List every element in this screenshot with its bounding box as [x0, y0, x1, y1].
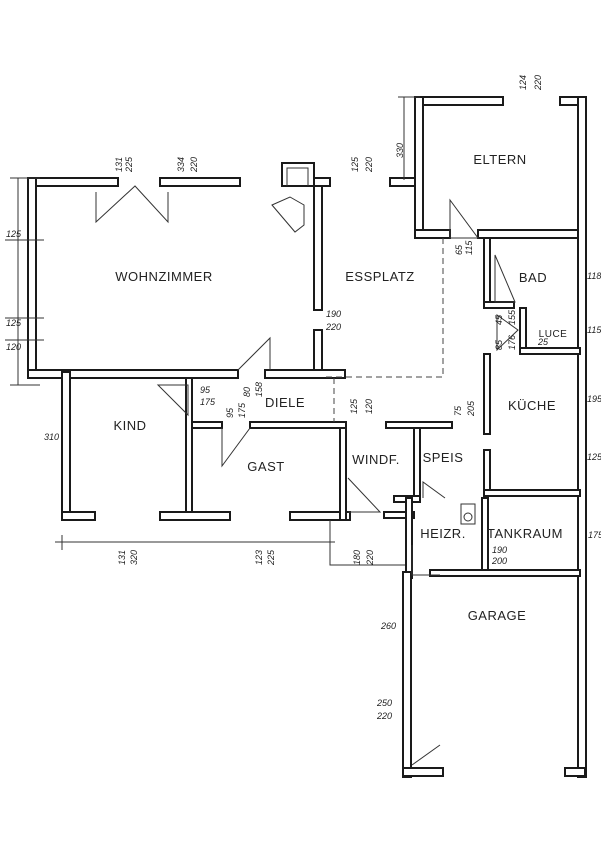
- eltern-dimension-line: [398, 96, 420, 180]
- dim-label: 131: [117, 550, 127, 565]
- chimney: [286, 167, 309, 186]
- garage-gate-swing: [411, 744, 441, 766]
- label-bad: BAD: [519, 270, 547, 285]
- washing-machine-icon: [460, 503, 476, 525]
- heizr-door: [422, 481, 446, 499]
- dim-label: 120: [364, 399, 374, 414]
- label-luce: LUCE: [539, 329, 568, 340]
- label-windf: WINDF.: [352, 452, 400, 467]
- dining-area-outline: [322, 238, 444, 378]
- living-french-door: [95, 185, 169, 224]
- living-door: [237, 336, 271, 371]
- dimension-labels: 131 225 334 220 125 220 330 124 220 125 …: [6, 75, 601, 721]
- dim-label: 260: [380, 621, 396, 631]
- dim-label: 125: [6, 229, 22, 239]
- label-tankraum: TANKRAUM: [487, 526, 563, 541]
- room-labels: WOHNZIMMER ESSPLATZ ELTERN BAD LUCE KÜCH…: [113, 152, 568, 623]
- dim-label: 220: [364, 157, 374, 173]
- dim-label: 125: [587, 452, 601, 462]
- dim-label: 95: [225, 407, 235, 418]
- label-eltern: ELTERN: [473, 152, 526, 167]
- dim-label: 176: [507, 335, 517, 350]
- label-gast: GAST: [247, 459, 284, 474]
- dim-label: 125: [349, 398, 359, 414]
- dim-label: 200: [491, 556, 507, 566]
- label-speis: SPEIS: [423, 450, 464, 465]
- dim-label: 115: [587, 325, 601, 335]
- dim-label: 131: [114, 157, 124, 172]
- dim-label: 25: [537, 337, 549, 347]
- dim-label: 124: [518, 75, 528, 90]
- dim-label: 220: [533, 75, 543, 91]
- fixtures: [5, 96, 519, 766]
- dim-label: 155: [507, 309, 517, 325]
- dim-label: 334: [176, 157, 186, 172]
- bad-door: [494, 254, 516, 303]
- dim-label: 125: [6, 318, 22, 328]
- label-essplatz: ESSPLATZ: [345, 269, 415, 284]
- dim-label: 225: [124, 156, 134, 173]
- dim-label: 85: [494, 339, 504, 350]
- dim-label: 180: [352, 550, 362, 565]
- eltern-door: [449, 198, 479, 239]
- kind-door: [156, 384, 189, 417]
- dim-label: 158: [254, 382, 264, 397]
- dim-label: 190: [492, 545, 507, 555]
- label-kind: KIND: [113, 418, 146, 433]
- dim-label: 205: [466, 400, 476, 417]
- dim-label: 123: [254, 550, 264, 565]
- dim-label: 45: [494, 314, 504, 325]
- dim-label: 120: [6, 342, 21, 352]
- dim-label: 75: [453, 405, 463, 416]
- windf-door: [347, 477, 382, 513]
- label-kueche: KÜCHE: [508, 398, 556, 413]
- dim-label: 175: [200, 397, 216, 407]
- dim-label: 175: [588, 530, 601, 540]
- label-garage: GARAGE: [468, 608, 527, 623]
- walls: [27, 96, 587, 778]
- dim-label: 118: [587, 271, 601, 281]
- dim-label: 220: [189, 157, 199, 173]
- garage-side-door: [411, 545, 440, 576]
- dim-label: 250: [376, 698, 392, 708]
- washing-machine-drum: [463, 512, 473, 522]
- dim-label: 115: [464, 240, 474, 255]
- label-heizr: HEIZR.: [420, 526, 466, 541]
- dim-label: 175: [237, 402, 247, 418]
- dim-label: 195: [587, 394, 601, 404]
- dim-label: 80: [242, 387, 252, 397]
- label-wohnzimmer: WOHNZIMMER: [115, 269, 212, 284]
- dim-label: 225: [266, 549, 276, 566]
- fireplace: [271, 196, 305, 233]
- dim-label: 320: [129, 550, 139, 565]
- dim-label: 220: [365, 550, 375, 566]
- dim-label: 125: [350, 156, 360, 172]
- dim-label: 220: [325, 322, 341, 332]
- luce-door: [496, 314, 519, 352]
- label-diele: DIELE: [265, 395, 305, 410]
- dim-label: 65: [454, 244, 464, 255]
- dim-label: 330: [395, 143, 405, 158]
- dim-label: 220: [376, 711, 392, 721]
- bottom-dimension-line: [55, 520, 405, 566]
- dim-label: 95: [200, 385, 211, 395]
- dim-label: 310: [44, 432, 59, 442]
- left-dimension-line: [5, 177, 44, 386]
- gast-door: [221, 427, 251, 468]
- dim-label: 190: [326, 309, 341, 319]
